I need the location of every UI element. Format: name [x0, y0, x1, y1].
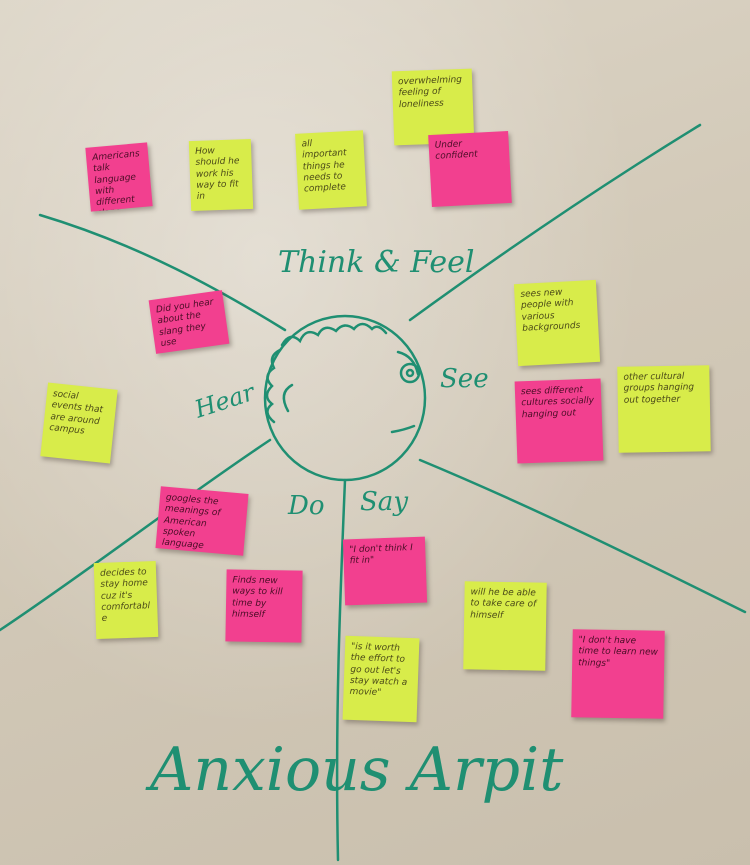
divider-line-top-right [408, 123, 702, 322]
hear-label: Hear [190, 378, 259, 424]
sticky-note: all important things he needs to complet… [295, 130, 367, 210]
divider-line-bottom-right [418, 458, 747, 614]
sticky-note: How should he work his way to fit in [188, 138, 254, 212]
sticky-note: social events that are around campus [40, 382, 118, 464]
see-label: See [440, 364, 489, 394]
sticky-note: other cultural groups hanging out togeth… [617, 365, 711, 453]
sticky-note: "I don't think I fit in" [342, 536, 428, 606]
sticky-note: Americans talk language with different s… [85, 142, 153, 212]
hair-side [265, 348, 282, 424]
mouth [390, 424, 416, 434]
do-label: Do [287, 491, 325, 521]
sticky-note: Under confident [428, 130, 512, 208]
sticky-note: "is it worth the effort to go out let's … [342, 635, 420, 723]
hair-curls [280, 322, 388, 347]
sticky-note: googles the meanings of American spoken … [155, 486, 249, 556]
sticky-note: Did you hear about the slang they use [148, 290, 230, 354]
say-label: Say [360, 487, 408, 517]
divider-line-bottom-center [335, 478, 347, 862]
persona-title: Anxious Arpit [145, 735, 564, 805]
sticky-note: sees new people with various backgrounds [513, 279, 601, 367]
ear [282, 383, 294, 413]
sticky-note: will he be able to take care of himself [463, 581, 547, 671]
divider-line-bottom-left [0, 438, 272, 632]
sticky-note: Finds new ways to kill time by himself [225, 569, 303, 643]
head-outline [263, 314, 427, 482]
sticky-note: "I don't have time to learn new things" [571, 629, 665, 719]
divider-line-top-left [38, 213, 287, 332]
sticky-note: decides to stay home cuz it's comfortabl… [93, 560, 159, 640]
think-feel-label: Think & Feel [278, 245, 474, 280]
sticky-note: sees different cultures socially hanging… [514, 378, 604, 464]
